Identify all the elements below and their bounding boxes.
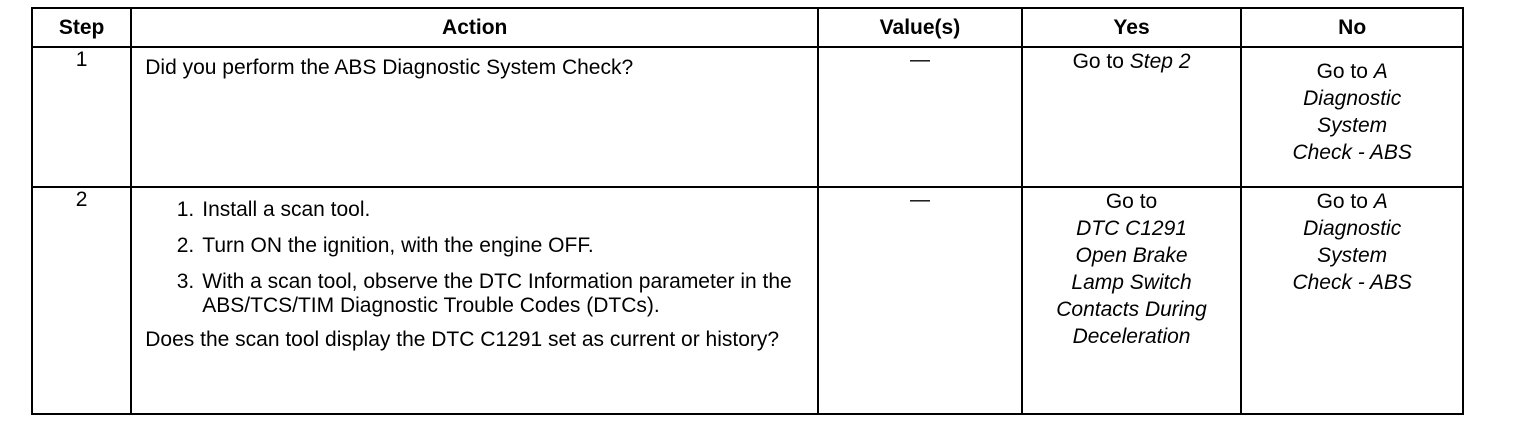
header-row: Step Action Value(s) Yes No <box>30 7 1464 48</box>
header-values: Value(s) <box>817 7 1023 48</box>
list-item-text: With a scan tool, observe the DTC Inform… <box>202 270 792 317</box>
action-cell: 1. Install a scan tool. 2. Turn ON the i… <box>130 186 820 415</box>
list-item: 2. Turn ON the ignition, with the engine… <box>145 234 807 258</box>
yes-link-line[interactable]: Lamp Switch <box>1071 271 1192 294</box>
action-question: Does the scan tool display the DTC C1291… <box>145 328 780 351</box>
step-number: 1 <box>30 46 133 188</box>
list-item: 3. With a scan tool, observe the DTC Inf… <box>145 270 807 318</box>
header-no: No <box>1240 7 1464 48</box>
list-item-number: 3. <box>176 270 195 293</box>
value-cell: — <box>817 186 1023 415</box>
list-item-text: Turn ON the ignition, with the engine OF… <box>202 234 594 257</box>
yes-cell: Go to Step 2 <box>1020 46 1243 188</box>
header-step: Step <box>30 7 133 48</box>
no-link-first[interactable]: A <box>1373 60 1388 83</box>
diagnostic-table: Step Action Value(s) Yes No 1 Did you pe… <box>30 7 1464 415</box>
yes-cell: Go to DTC C1291 Open Brake Lamp Switch C… <box>1020 186 1243 415</box>
list-item-text: Install a scan tool. <box>202 198 371 221</box>
action-cell: Did you perform the ABS Diagnostic Syste… <box>130 46 820 188</box>
no-link-line[interactable]: Diagnostic <box>1303 87 1402 110</box>
no-prefix: Go to <box>1316 190 1374 213</box>
no-link-line[interactable]: Check - ABS <box>1292 271 1412 294</box>
list-item-number: 1. <box>176 198 195 221</box>
yes-prefix: Go to <box>1105 190 1158 213</box>
step-number: 2 <box>30 186 133 415</box>
yes-link-line[interactable]: Deceleration <box>1072 325 1191 348</box>
action-steps-list: 1. Install a scan tool. 2. Turn ON the i… <box>132 188 817 318</box>
yes-link-line[interactable]: Contacts During <box>1056 298 1207 321</box>
list-item-number: 2. <box>176 234 195 257</box>
yes-link[interactable]: Step 2 <box>1129 50 1191 73</box>
no-cell: Go to A Diagnostic System Check - ABS <box>1240 186 1464 415</box>
no-link-line[interactable]: System <box>1317 114 1388 137</box>
yes-prefix: Go to <box>1072 50 1130 73</box>
value-dash: — <box>909 49 930 71</box>
table-row: 1 Did you perform the ABS Diagnostic Sys… <box>30 46 1464 188</box>
value-cell: — <box>817 46 1023 188</box>
no-prefix: Go to <box>1316 60 1374 83</box>
action-question: Did you perform the ABS Diagnostic Syste… <box>145 56 634 79</box>
yes-link-line[interactable]: DTC C1291 <box>1076 217 1187 240</box>
list-item: 1. Install a scan tool. <box>145 198 807 222</box>
header-yes: Yes <box>1020 7 1243 48</box>
value-dash: — <box>909 189 930 211</box>
no-cell: Go to A Diagnostic System Check - ABS <box>1240 46 1464 188</box>
no-link-line[interactable]: System <box>1317 244 1388 267</box>
header-action: Action <box>130 7 820 48</box>
table-row: 2 1. Install a scan tool. 2. Turn ON the… <box>30 186 1464 415</box>
no-link-first[interactable]: A <box>1373 190 1388 213</box>
no-link-line[interactable]: Check - ABS <box>1292 141 1412 164</box>
yes-link-line[interactable]: Open Brake <box>1075 244 1188 267</box>
no-link-line[interactable]: Diagnostic <box>1303 217 1402 240</box>
